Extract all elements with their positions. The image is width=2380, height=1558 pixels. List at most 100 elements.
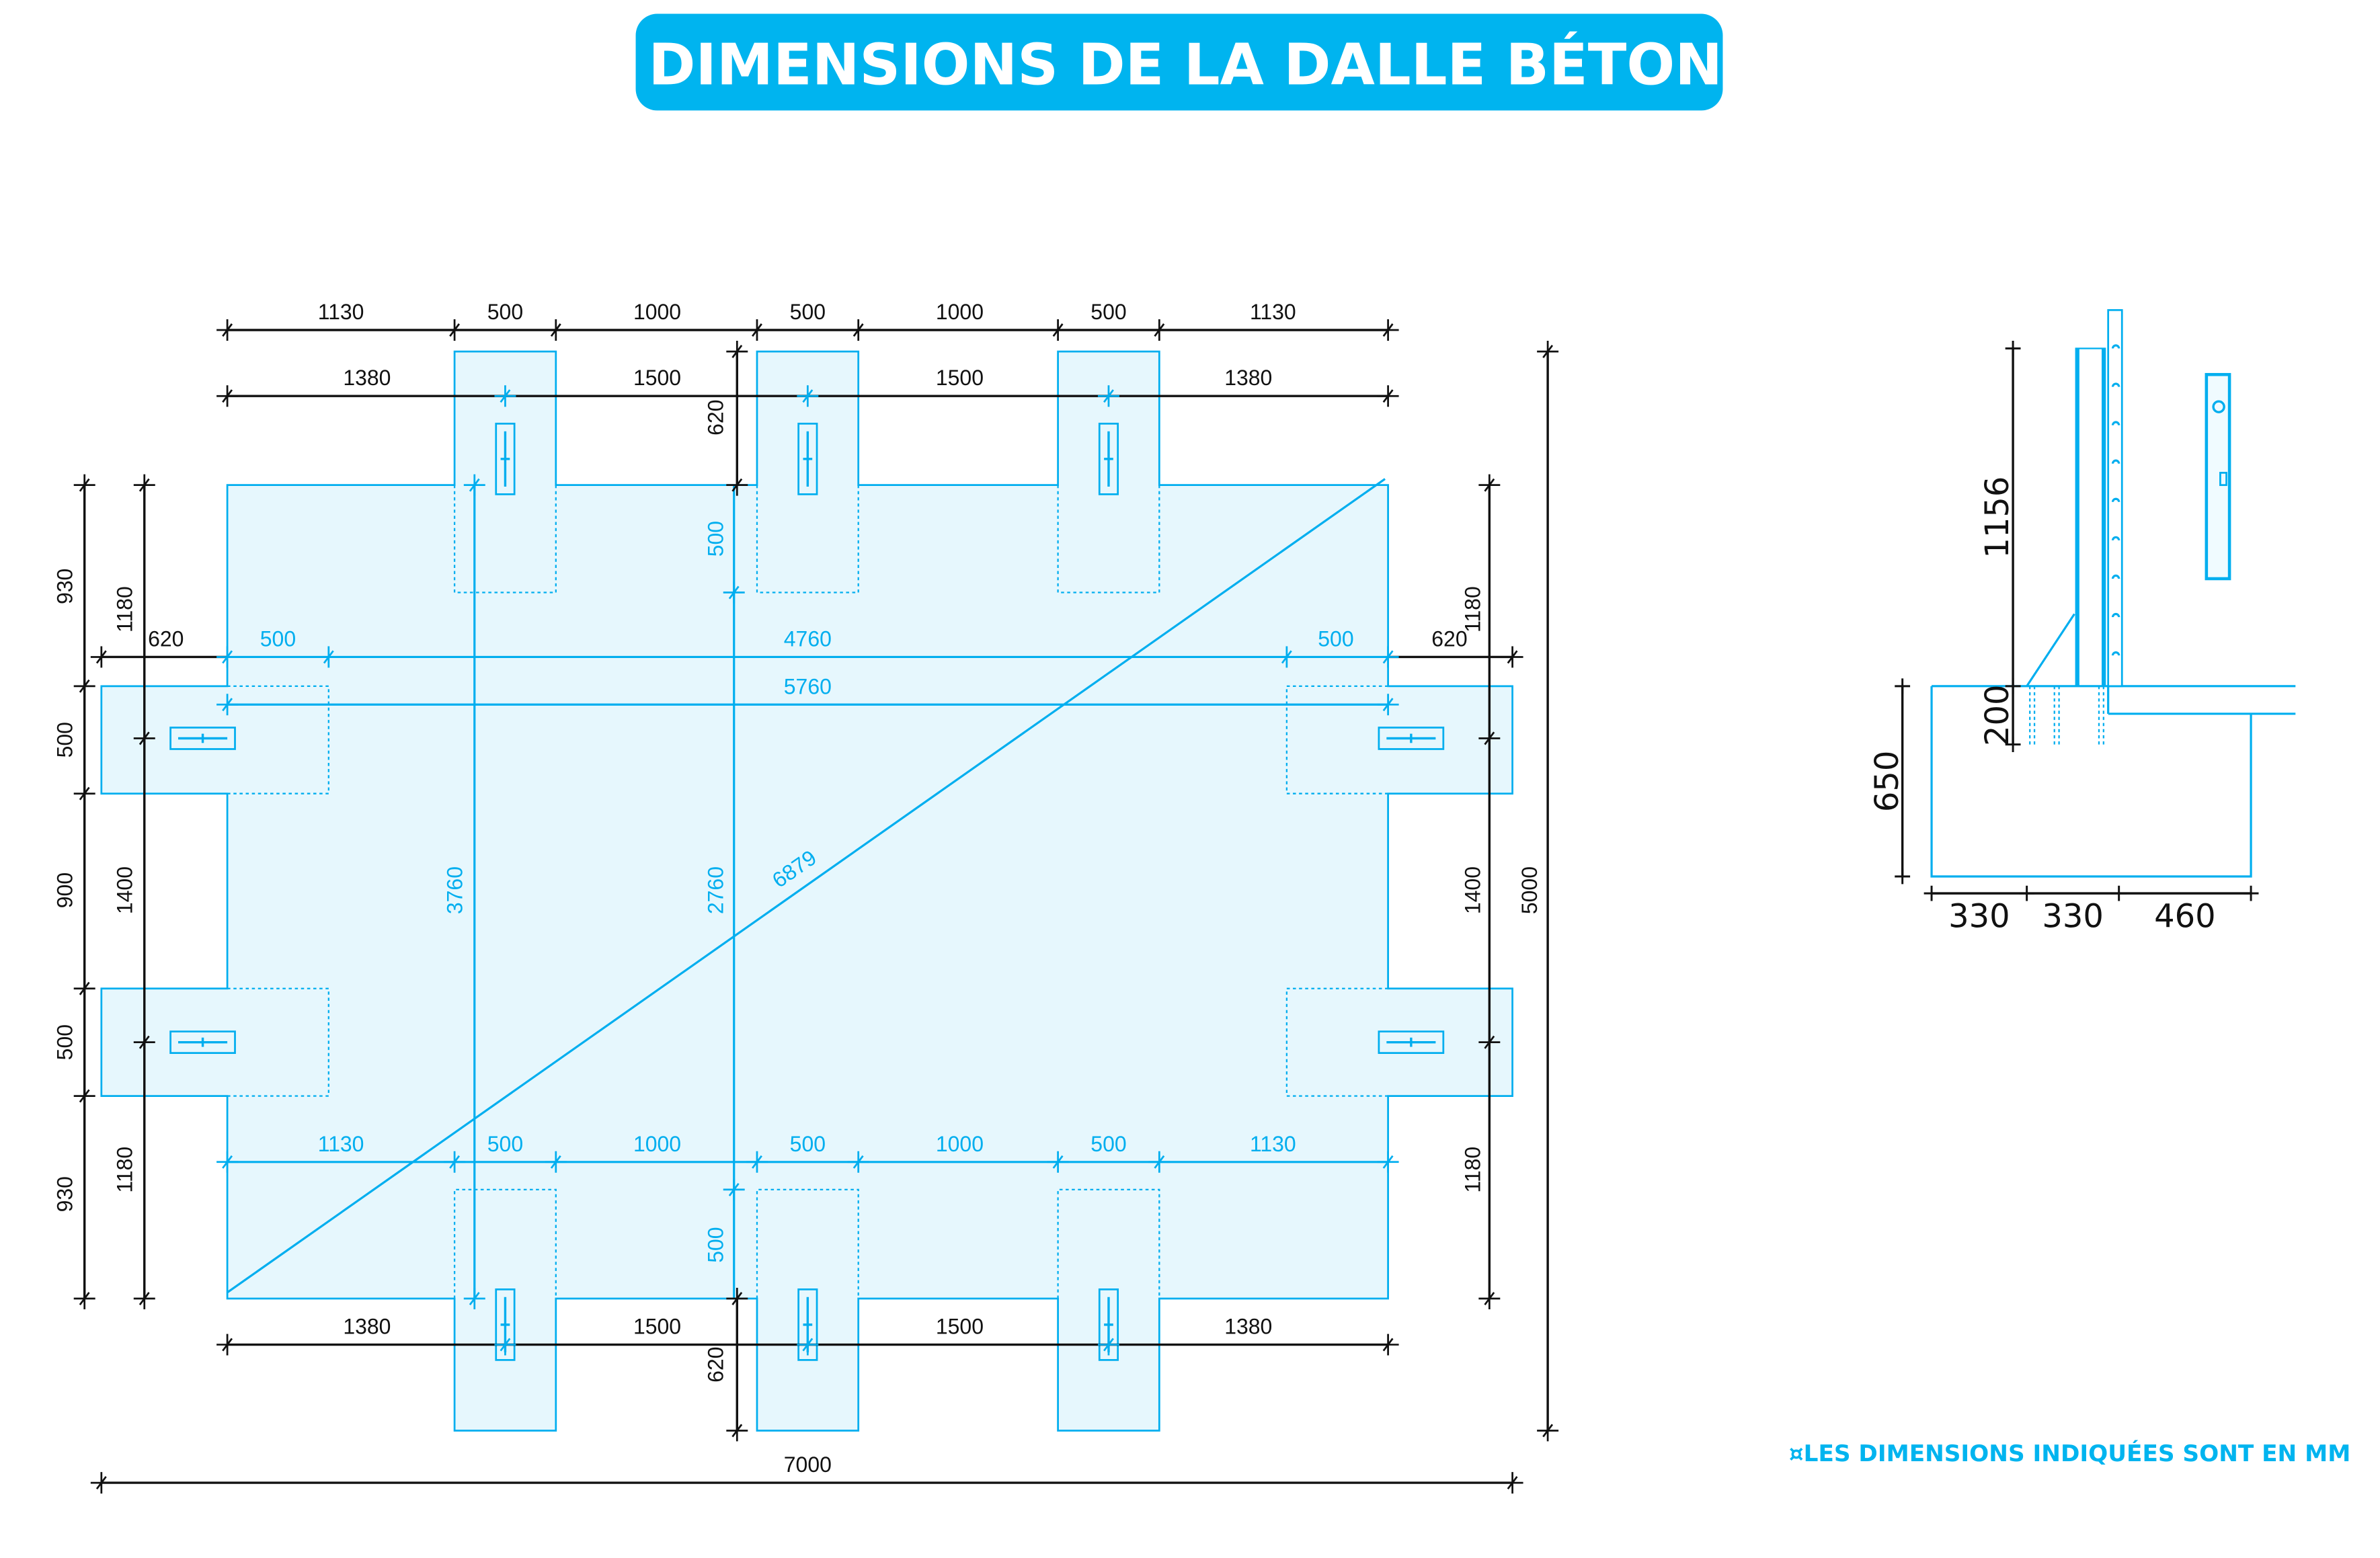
tick-mark xyxy=(1895,678,1911,694)
tick-mark xyxy=(2243,885,2259,901)
spirit-level-icon xyxy=(2205,372,2231,581)
tick-mark xyxy=(216,694,239,716)
tick-mark xyxy=(216,1334,239,1356)
tick-mark xyxy=(545,1151,567,1173)
tick-mark xyxy=(444,1151,466,1173)
dim-label: 5000 xyxy=(1517,866,1542,914)
mounting-plate-icon xyxy=(500,431,510,487)
mounting-plate-icon xyxy=(1386,1037,1436,1047)
dim-label: 1380 xyxy=(1224,366,1272,390)
tick-mark xyxy=(133,474,155,496)
dim-label: 500 xyxy=(790,300,826,324)
mounting-plate-icon xyxy=(1098,422,1119,495)
section-ticks xyxy=(1895,340,2259,901)
tick-mark xyxy=(216,385,239,407)
fence-panel xyxy=(2075,309,2123,688)
mounting-plate-icon xyxy=(169,727,236,750)
tick-mark xyxy=(133,1031,155,1053)
dim-label: 1380 xyxy=(343,1315,391,1339)
tick-mark xyxy=(1275,646,1298,668)
mounting-plate-icon xyxy=(178,1037,228,1047)
tick-mark xyxy=(1377,385,1399,407)
dim-label: 500 xyxy=(1318,626,1353,651)
tick-mark xyxy=(1501,1472,1523,1494)
dim-label: 1000 xyxy=(633,300,681,324)
brace xyxy=(2026,613,2075,687)
tick-mark xyxy=(2005,678,2021,694)
tick-mark xyxy=(1501,646,1523,668)
slab-plan: 1130 500 1000 500 1000 500 1130 1380 150… xyxy=(52,300,1559,1494)
tick-mark xyxy=(494,385,516,407)
tick-mark xyxy=(1478,1031,1501,1053)
tick-mark xyxy=(746,1151,768,1173)
tick-mark xyxy=(1923,885,1940,901)
dim-label: 620 xyxy=(704,400,728,436)
left-dimensions: 930 500 900 500 930 1180 1400 1180 620 xyxy=(52,569,184,1213)
mounting-plate-icon xyxy=(495,1288,516,1361)
tick-mark xyxy=(73,1085,95,1107)
tick-mark xyxy=(1148,319,1171,341)
dim-label: 1130 xyxy=(1250,1132,1296,1156)
dim-label: 1380 xyxy=(1224,1315,1272,1339)
dimension-ticks xyxy=(73,319,1559,1494)
dim-label: 500 xyxy=(790,1132,826,1156)
tick-mark xyxy=(90,1472,112,1494)
dim-label: 2760 xyxy=(704,866,728,914)
dim-label: 200 xyxy=(1979,684,2016,746)
dim-label: 1130 xyxy=(318,1132,364,1156)
dim-label: 5760 xyxy=(784,674,832,698)
right-dimensions: 620 1180 1400 1180 5000 xyxy=(1431,586,1542,1192)
dim-label: 1180 xyxy=(113,586,137,632)
units-note: ¤LES DIMENSIONS INDIQUÉES SONT EN MM xyxy=(1789,1440,2350,1467)
slab-shape xyxy=(100,350,1513,1432)
tick-mark xyxy=(73,1288,95,1310)
bottom-dimensions: 1130 500 1000 500 1000 500 1130 500 620 … xyxy=(318,1132,1296,1477)
tick-mark xyxy=(1478,727,1501,749)
dim-label: 500 xyxy=(704,521,728,557)
tick-mark xyxy=(73,474,95,496)
tick-mark xyxy=(797,385,819,407)
tick-mark xyxy=(216,1151,239,1173)
dim-label: 1400 xyxy=(113,866,137,914)
dim-label: 1000 xyxy=(633,1132,681,1156)
tick-mark xyxy=(73,782,95,805)
dim-label: 1500 xyxy=(633,366,681,390)
dim-label: 330 xyxy=(2042,897,2104,935)
tick-mark xyxy=(1377,694,1399,716)
tick-mark xyxy=(1537,340,1559,362)
dim-label: 4760 xyxy=(784,626,832,651)
dim-label: 900 xyxy=(52,872,77,908)
section-view: 1156 200 650 330 330 460 xyxy=(1868,309,2296,935)
tick-mark xyxy=(1377,1334,1399,1356)
dim-label: 620 xyxy=(148,626,184,651)
tick-mark xyxy=(1895,868,1911,885)
dim-label: 500 xyxy=(1090,300,1126,324)
tick-mark xyxy=(797,1334,819,1356)
dim-label: 500 xyxy=(52,722,77,757)
tick-mark xyxy=(494,1334,516,1356)
mounting-plate-icon xyxy=(1098,1288,1119,1361)
tick-mark xyxy=(1478,1288,1501,1310)
tick-mark xyxy=(1377,319,1399,341)
mounting-plate-icon xyxy=(1386,733,1436,743)
dim-label: 1500 xyxy=(936,366,984,390)
dim-label: 1500 xyxy=(936,1315,984,1339)
dim-label: 460 xyxy=(2154,897,2216,935)
mounting-plate-icon xyxy=(495,422,516,495)
tick-mark xyxy=(726,474,748,496)
dim-label: 500 xyxy=(487,1132,523,1156)
tick-mark xyxy=(723,581,745,604)
mounting-plate-icon xyxy=(803,431,813,487)
dim-label: 1130 xyxy=(318,300,364,324)
tick-mark xyxy=(726,1288,748,1310)
tick-mark xyxy=(1478,474,1501,496)
mounting-plate-icon xyxy=(1378,727,1445,750)
tick-mark xyxy=(133,1288,155,1310)
tick-mark xyxy=(2005,737,2021,753)
dim-label: 1156 xyxy=(1979,477,2016,559)
mounting-plate-icon xyxy=(1378,1030,1445,1055)
page-title: DIMENSIONS DE LA DALLE BÉTON xyxy=(648,32,1722,98)
tick-mark xyxy=(1047,1151,1069,1173)
tick-mark xyxy=(847,1151,869,1173)
mounting-plate-icon xyxy=(797,1288,818,1361)
